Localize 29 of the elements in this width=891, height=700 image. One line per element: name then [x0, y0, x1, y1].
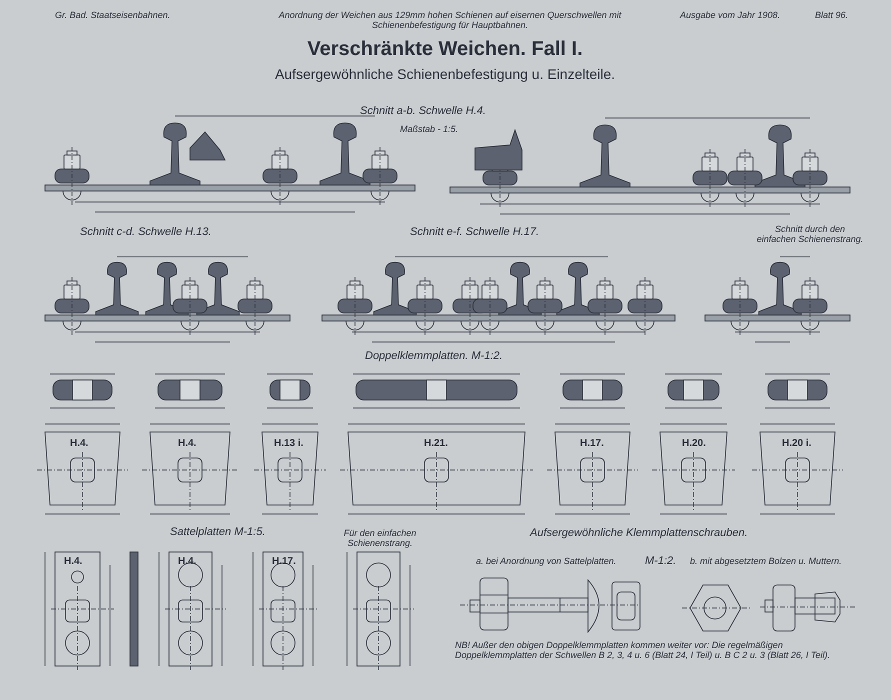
- sheet-title: Verschränkte Weichen. Fall I.: [306, 38, 584, 61]
- section-heading: Aufsergewöhnliche Klemmplattenschrauben.: [530, 527, 748, 540]
- edition-note: Ausgabe vom Jahr 1908.: [680, 10, 780, 20]
- section-heading: Doppelklemmplatten. M-1:2.: [365, 350, 503, 363]
- part-mark: H.4.: [64, 556, 82, 568]
- caption: a. bei Anordnung von Sattelplatten.: [476, 556, 616, 566]
- section-heading: Schnitt a-b. Schwelle H.4.: [360, 105, 486, 118]
- caption: b. mit abgesetztem Bolzen u. Muttern.: [690, 556, 842, 566]
- section-heading: Schnitt e-f. Schwelle H.17.: [410, 226, 540, 239]
- part-mark: H.13 i.: [274, 438, 304, 450]
- section-heading: Schnitt c-d. Schwelle H.13.: [80, 226, 212, 239]
- section-heading: Schnitt durch den einfachen Schienenstrang.: [756, 224, 864, 245]
- part-mark: H.17.: [272, 556, 296, 568]
- note: NB! Außer den obigen Doppelklemmplatten kommen weiter vor: Die regelmäßigen Doppelklemmplatten der Schwellen B 2, 3, 4 u. 6 (Blatt 24, I Teil) u. B C 2 u. 3 (Blatt 26, I Teil).: [455, 640, 832, 661]
- sheet-number: Blatt 96.: [815, 10, 848, 20]
- part-mark: H.20 i.: [782, 438, 812, 450]
- part-mark: H.21.: [424, 438, 448, 450]
- part-mark: H.17.: [580, 438, 604, 450]
- sheet-heading: Anordnung der Weichen aus 129mm hohen Schienen auf eisernen Querschwellen mit Schienenbefestigung für Hauptbahnen.: [278, 10, 622, 31]
- sheet-subtitle: Aufsergewöhnliche Schienenbefestigung u. Einzelteile.: [274, 66, 616, 82]
- publisher-note: Gr. Bad. Staatseisenbahnen.: [55, 10, 170, 20]
- part-mark: H.4.: [70, 438, 88, 450]
- part-mark: H.4.: [178, 556, 196, 568]
- section-heading: Für den einfachen Schienenstrang.: [342, 528, 418, 549]
- scale-note: M-1:2.: [645, 555, 676, 568]
- part-mark: H.20.: [682, 438, 706, 450]
- part-mark: H.4.: [178, 438, 196, 450]
- scale-note: Maßstab - 1:5.: [400, 124, 458, 134]
- section-heading: Sattelplatten M-1:5.: [170, 526, 266, 539]
